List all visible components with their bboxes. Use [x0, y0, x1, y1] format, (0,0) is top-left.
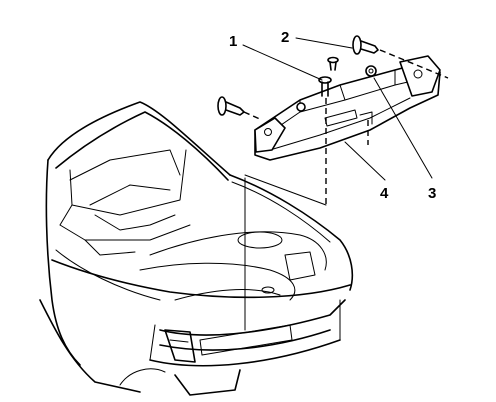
- callout-4: 4: [380, 185, 389, 202]
- alignment-lines: [243, 49, 449, 206]
- bracket-assembly: [254, 55, 441, 161]
- callout-1: 1: [229, 33, 237, 50]
- callout-3: 3: [428, 185, 436, 202]
- bolt-item-1-icon: [318, 56, 339, 97]
- vehicle-rear-body: [39, 101, 354, 396]
- push-pin-left-icon: [217, 96, 245, 116]
- small-bolt-left-icon: [296, 102, 306, 112]
- callout-2: 2: [281, 29, 289, 46]
- push-pin-top-icon: [352, 35, 379, 55]
- nut-item-3-icon: [365, 65, 377, 77]
- leader-lines: [242, 37, 433, 181]
